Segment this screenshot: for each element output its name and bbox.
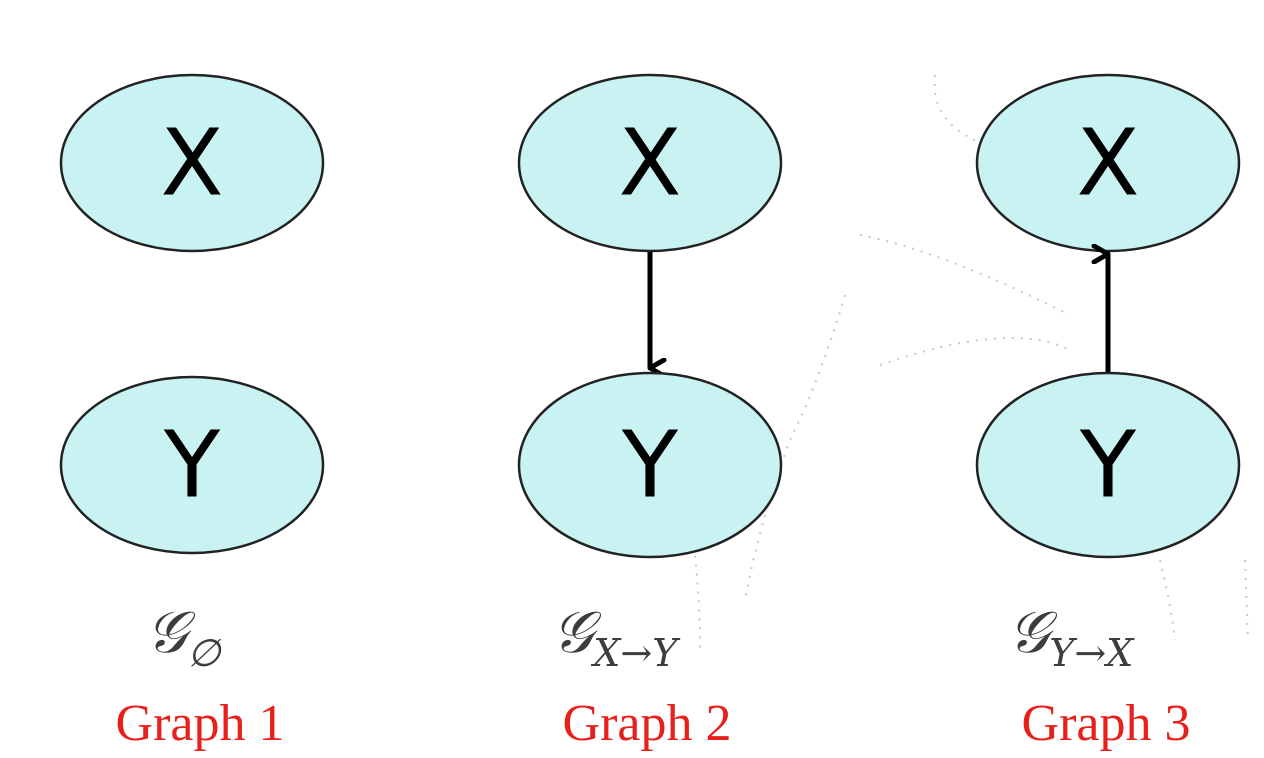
graph-3-node-y-label: Y (1079, 412, 1137, 519)
graph-3-caption: Graph 3 (1022, 695, 1191, 752)
graph-1-math-label: 𝒢∅ (146, 598, 222, 675)
graph-3-math-subscript: Y→X (1049, 631, 1135, 675)
graph-2-node-x: X (517, 73, 783, 253)
graph-1-caption: Graph 1 (116, 695, 285, 752)
background-dotted-artifacts (689, 74, 1249, 651)
graph-2-node-y-label: Y (621, 412, 679, 519)
graph-1-node-y-label: Y (163, 412, 221, 519)
graph-1-math-subscript: ∅ (187, 631, 222, 675)
graph-3-math-label: 𝒢Y→X (1008, 598, 1135, 675)
graph-2-node-x-label: X (618, 110, 681, 217)
graph-2-math-subscript: X→Y (590, 631, 681, 675)
graph-3-node-x: X (975, 73, 1241, 253)
graph-1-node-x: X (59, 73, 325, 253)
graph-3-node-y: Y (975, 371, 1241, 559)
graph-2-caption: Graph 2 (563, 695, 732, 752)
graph-3: X Y 𝒢Y→X Graph 3 (975, 73, 1241, 752)
graph-2: X Y 𝒢X→Y Graph 2 (517, 73, 783, 752)
graph-2-node-y: Y (517, 371, 783, 559)
graph-1-node-y: Y (59, 375, 325, 555)
graph-1-node-x-label: X (160, 110, 223, 217)
graph-2-math-label: 𝒢X→Y (552, 598, 681, 675)
graph-3-node-x-label: X (1076, 110, 1139, 217)
graph-1: X Y 𝒢∅ Graph 1 (59, 73, 325, 752)
